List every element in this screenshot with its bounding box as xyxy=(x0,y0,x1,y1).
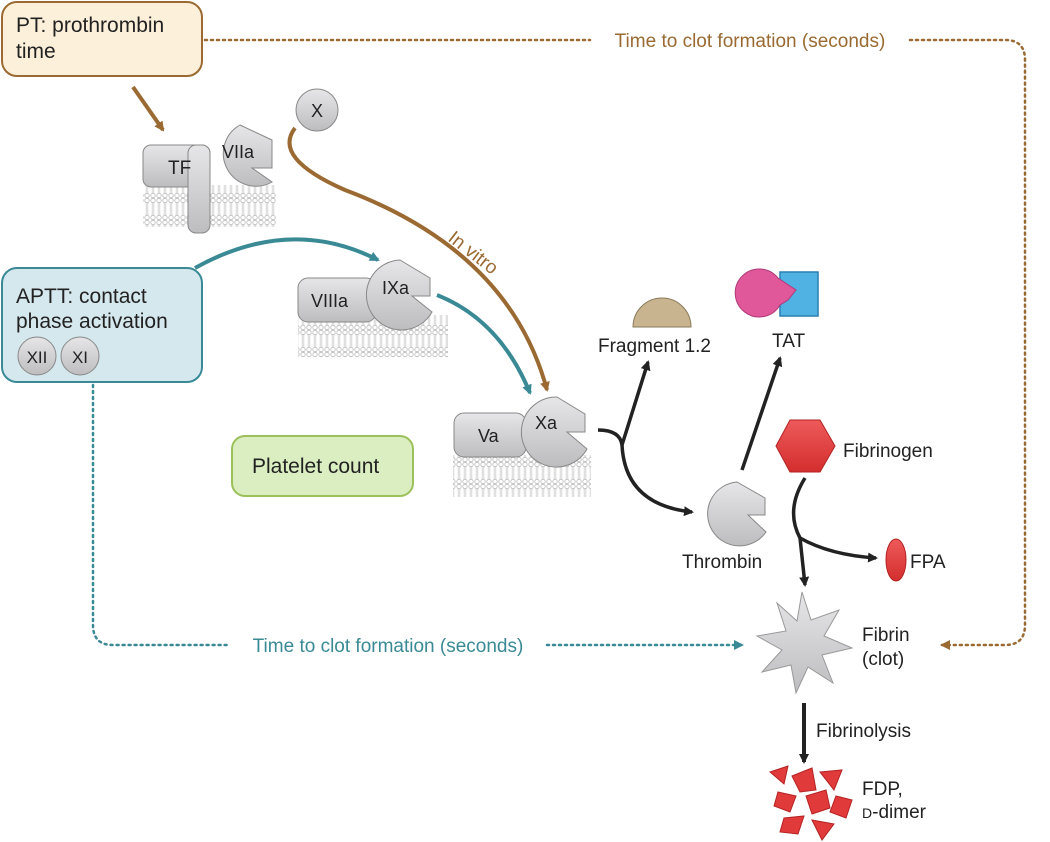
fdp-label-line1: FDP, xyxy=(862,779,903,800)
time-label-bottom: Time to clot formation (seconds) xyxy=(253,636,524,657)
aptt-label-line2: phase activation xyxy=(16,310,168,333)
ixa-to-xa-arrow xyxy=(436,293,532,395)
fpa-label: FPA xyxy=(910,552,946,573)
fibrin-label-line2: (clot) xyxy=(862,649,904,670)
viiia-label: VIIIa xyxy=(311,291,349,311)
thrombin-factor xyxy=(707,481,767,547)
ixa-factor xyxy=(365,259,433,331)
to-fpa-arrow xyxy=(799,536,878,563)
xii-label: XII xyxy=(27,348,48,367)
pt-label-line2: time xyxy=(16,40,56,63)
xi-factor xyxy=(60,336,100,376)
aptt-arrow xyxy=(194,237,380,270)
va-label: Va xyxy=(478,426,500,446)
tat-thrombin xyxy=(734,268,797,318)
fpa-icon xyxy=(885,538,907,582)
fibrinogen-label: Fibrinogen xyxy=(843,441,933,462)
aptt-label-line1: APTT: contact xyxy=(16,285,147,308)
fdp-dimer-suffix: -dimer xyxy=(872,802,927,823)
fibrinogen-icon xyxy=(775,419,836,473)
platelet-count-box xyxy=(231,435,414,497)
xa-branch-stem xyxy=(597,428,624,446)
in-vitro-label: In vitro xyxy=(444,227,502,279)
xa-label: Xa xyxy=(535,413,558,433)
fibrinolysis-label: Fibrinolysis xyxy=(816,721,911,742)
to-fragment-arrow xyxy=(620,360,651,446)
fdp-label-line2: D-dimer xyxy=(862,802,927,823)
fibrin-clot-icon xyxy=(755,591,854,695)
fragment-label: Fragment 1.2 xyxy=(598,336,711,357)
in-vitro-arrow xyxy=(287,126,550,392)
to-thrombin-arrow xyxy=(620,444,694,517)
viia-factor xyxy=(222,124,273,187)
platelet-count-label: Platelet count xyxy=(252,455,380,478)
tf-stalk xyxy=(187,144,211,234)
thrombin-label: Thrombin xyxy=(682,552,762,573)
xii-factor xyxy=(17,336,57,376)
xa-factor xyxy=(520,396,588,468)
fdp-fragments-icon xyxy=(769,765,853,841)
x-factor xyxy=(295,88,339,132)
ixa-label: IXa xyxy=(382,278,410,298)
tf-label: TF xyxy=(168,158,191,179)
pt-label-line1: PT: prothrombin xyxy=(16,14,165,37)
time-label-top: Time to clot formation (seconds) xyxy=(615,31,886,52)
fibrin-label-line1: Fibrin xyxy=(862,625,910,646)
to-tat-arrow xyxy=(740,356,783,471)
fragment-icon xyxy=(632,297,692,328)
pt-time-line-right xyxy=(908,38,1027,650)
pt-arrow xyxy=(131,85,165,132)
x-label: X xyxy=(311,101,323,121)
viia-label: VIIa xyxy=(222,142,255,162)
aptt-time-line-left xyxy=(91,383,230,647)
pt-box xyxy=(1,1,203,77)
xi-label: XI xyxy=(72,348,88,367)
to-fibrin-arrow xyxy=(791,477,810,587)
tat-label: TAT xyxy=(772,331,805,352)
fdp-d-prefix: D xyxy=(862,805,872,821)
